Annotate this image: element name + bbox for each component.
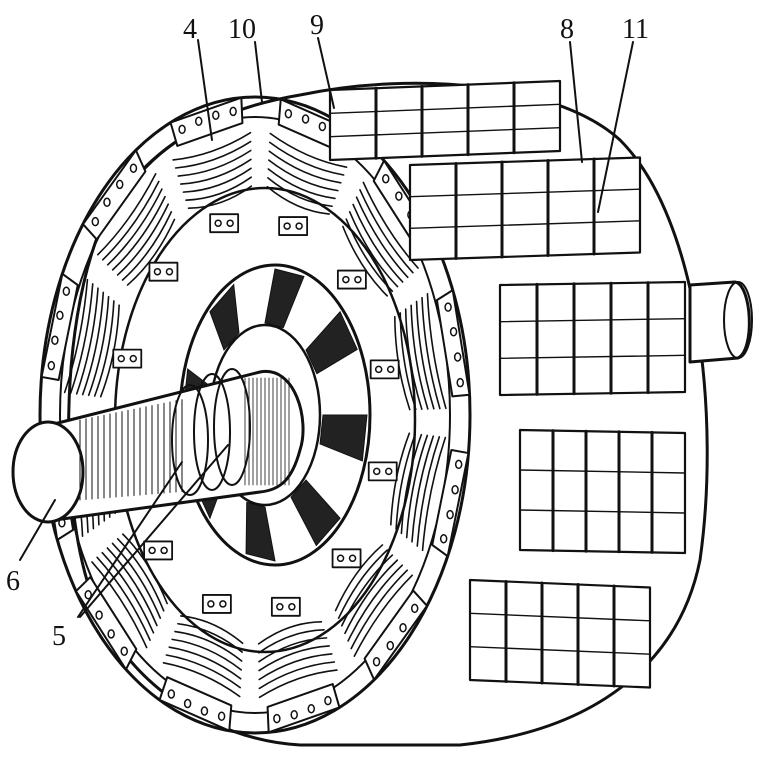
bolt-tab (270, 596, 301, 617)
coil-winding (162, 615, 244, 698)
magnet-block-row (408, 156, 642, 262)
pole-shoe (158, 594, 233, 732)
coil-winding (91, 533, 168, 649)
magnet-block-row (468, 578, 652, 689)
shaft-right-end (688, 280, 753, 364)
shaft (11, 368, 305, 524)
bolt-tab (201, 594, 232, 614)
pole-shoe (367, 449, 470, 558)
callout-10: 10 (228, 14, 256, 45)
pole-shoe (266, 596, 341, 734)
bolt-tab (367, 461, 398, 482)
pole-shoe (331, 548, 428, 681)
callout-8: 8 (560, 14, 574, 45)
bolt-tab (148, 261, 179, 282)
coil-end-windings (63, 131, 447, 699)
bolt-tab (278, 216, 309, 236)
leader-lines (19, 37, 634, 618)
magnet-block-row (518, 428, 687, 555)
coil-winding (257, 621, 338, 699)
hub-spoke-gap (319, 414, 368, 462)
coil-winding (266, 132, 348, 215)
bolt-tab (336, 269, 367, 290)
coil-winding (97, 173, 176, 286)
hub-spoke-gap (290, 479, 341, 547)
bolt-tab (369, 359, 400, 380)
bolt-tab (112, 348, 143, 369)
bolt-tab (331, 548, 362, 569)
bolt-tab (209, 213, 240, 234)
callout-11: 11 (622, 14, 649, 45)
callout-4: 4 (183, 14, 197, 45)
coil-winding (172, 131, 253, 209)
pole-shoe (40, 272, 143, 381)
pole-shoe (82, 149, 179, 282)
coil-winding (334, 544, 413, 657)
callout-labels: 4 10 9 8 11 6 5 (6, 10, 649, 652)
coil-winding (390, 432, 447, 552)
callout-9: 9 (310, 10, 324, 41)
callout-5: 5 (52, 621, 66, 652)
magnet-block-stacks (328, 79, 687, 689)
hub-spoke-gap (305, 310, 358, 375)
coil-winding (394, 293, 447, 411)
bolt-tab (143, 540, 174, 561)
pole-shoe (169, 96, 244, 234)
pole-shoe (369, 289, 471, 398)
pole-shoe (75, 540, 174, 671)
hub-spoke-gap (209, 283, 240, 351)
magnet-block-row (328, 79, 562, 162)
magnet-block-row (498, 280, 687, 397)
callout-6: 6 (6, 566, 20, 597)
